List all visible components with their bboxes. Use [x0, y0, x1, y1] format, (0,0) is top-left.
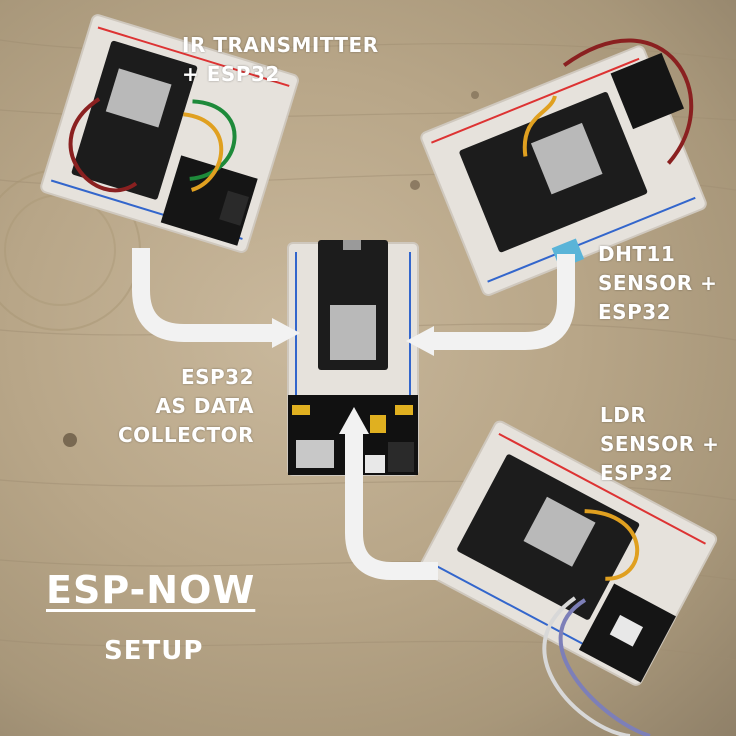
dht11-label-line-1: DHT11 — [598, 242, 676, 266]
ir-transmitter-module — [40, 14, 299, 253]
arrow-dht11-to-collector — [432, 254, 575, 350]
espnow-title: ESP-NOW — [46, 568, 256, 612]
setup-subtitle: SETUP — [104, 636, 204, 666]
ir-transmitter-label-line-2: + ESP32 — [182, 62, 280, 86]
jumper-wire-purple — [558, 598, 651, 736]
data-collector-label-line-1: ESP32 — [180, 365, 254, 389]
ir-transmitter-label: IR TRANSMITTER + ESP32 — [182, 31, 379, 89]
jumper-wire-white — [542, 596, 631, 736]
ldr-label-line-3: ESP32 — [600, 461, 674, 485]
arrowhead-up — [339, 407, 369, 434]
dht11-label-line-2: SENSOR + — [598, 271, 718, 295]
dht11-module — [420, 38, 707, 296]
arrow-ldr-to-collector — [345, 432, 438, 580]
ldr-module — [418, 420, 718, 686]
arrow-ir-to-collector — [132, 248, 274, 342]
arrowhead-left — [406, 326, 434, 356]
arrowhead-right — [272, 318, 300, 348]
ldr-label-line-1: LDR — [600, 403, 647, 427]
ldr-label-line-2: SENSOR + — [600, 432, 720, 456]
data-collector-label-line-2: AS DATA — [155, 394, 254, 418]
data-collector-label: ESP32 AS DATA COLLECTOR — [118, 363, 254, 450]
ldr-label: LDR SENSOR + ESP32 — [600, 401, 719, 488]
dht11-label-line-3: ESP32 — [598, 300, 672, 324]
data-collector-label-line-3: COLLECTOR — [117, 423, 254, 447]
dht11-label: DHT11 SENSOR + ESP32 — [598, 240, 717, 327]
ir-transmitter-label-line-1: IR TRANSMITTER — [182, 33, 379, 57]
